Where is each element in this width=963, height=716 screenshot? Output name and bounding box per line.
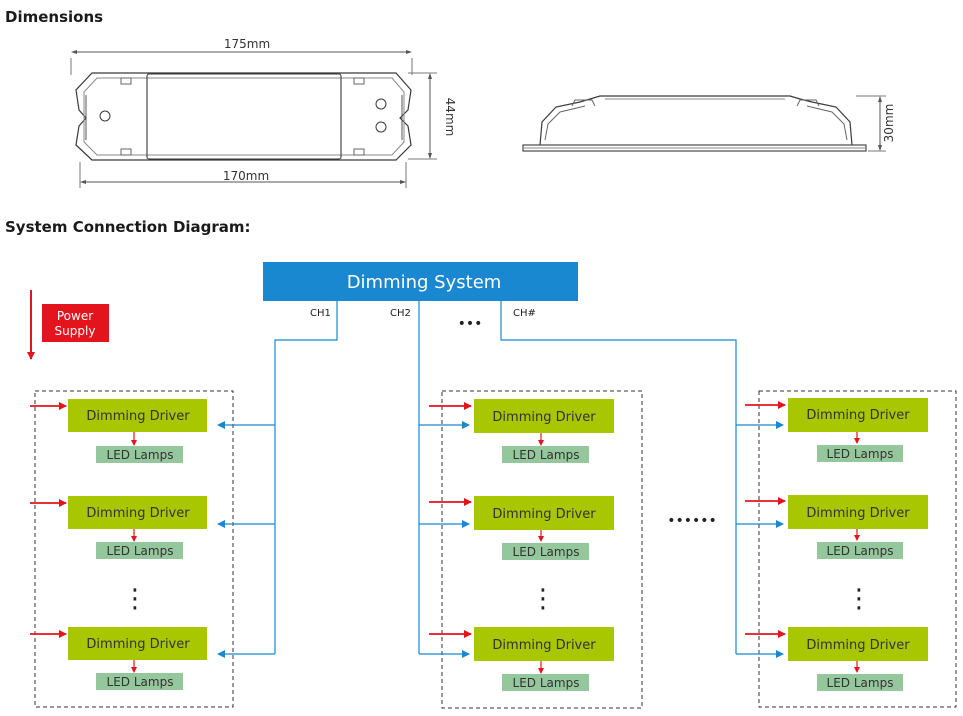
dimming-driver-box (788, 627, 928, 661)
led-lamps-box (502, 446, 589, 463)
dimming-driver-label: Dimming Driver (86, 409, 190, 424)
row-ellipsis: ⋮ (530, 584, 556, 614)
row-ellipsis: ⋮ (122, 584, 148, 614)
dimming-driver-label: Dimming Driver (492, 410, 596, 425)
led-lamps-box (817, 445, 903, 462)
dimming-driver-label: Dimming Driver (806, 638, 910, 653)
dimming-driver-box (474, 399, 614, 433)
length-mount-label: 170mm (223, 169, 269, 183)
dimming-driver-box (788, 495, 928, 529)
led-lamps-box (817, 674, 903, 691)
row-ellipsis: ⋮ (846, 584, 872, 614)
dimming-driver-label: Dimming Driver (806, 506, 910, 521)
driver-group-1 (34, 390, 234, 708)
channel-label-1: CH1 (310, 308, 331, 319)
driver-group-2 (441, 390, 643, 709)
power-supply-label-line1: Power (57, 309, 93, 323)
group-2-units: Dimming Driver LED Lamps Dimming Driver … (419, 399, 614, 691)
channel-label-n: CH# (513, 308, 536, 319)
dimming-driver-box (474, 496, 614, 530)
dimming-driver-box (68, 399, 207, 432)
side-view-drawing (522, 95, 886, 152)
width-label: 44mm (443, 98, 457, 137)
channel-label-2: CH2 (390, 308, 411, 319)
led-lamps-label: LED Lamps (513, 676, 580, 690)
dimming-driver-box (474, 627, 614, 661)
length-overall-label: 175mm (224, 37, 270, 51)
top-view-drawing (70, 50, 437, 188)
led-lamps-label: LED Lamps (827, 447, 894, 461)
led-lamps-label: LED Lamps (513, 448, 580, 462)
led-lamps-label: LED Lamps (107, 544, 174, 558)
channel-bus-lines (274, 301, 737, 654)
led-lamps-label: LED Lamps (107, 448, 174, 462)
dimming-driver-label: Dimming Driver (492, 638, 596, 653)
dimming-system-box (263, 262, 578, 301)
dimming-driver-label: Dimming Driver (806, 408, 910, 423)
driver-group-n (758, 390, 957, 708)
led-lamps-box (96, 673, 183, 690)
dimensions-title: Dimensions (5, 8, 104, 26)
led-lamps-label: LED Lamps (513, 545, 580, 559)
led-lamps-label: LED Lamps (107, 675, 174, 689)
group-n-units: Dimming Driver LED Lamps Dimming Driver … (736, 398, 928, 691)
led-lamps-label: LED Lamps (827, 676, 894, 690)
channel-ellipsis: ••• (458, 316, 483, 332)
group-1-units: Dimming Driver LED Lamps Dimming Driver … (30, 399, 275, 690)
dimming-system-label: Dimming System (347, 272, 502, 293)
height-label: 30mm (882, 104, 896, 143)
dimming-driver-box (68, 627, 207, 660)
led-lamps-box (817, 542, 903, 559)
led-lamps-box (96, 446, 183, 463)
led-lamps-box (502, 543, 589, 560)
led-lamps-box (96, 542, 183, 559)
led-lamps-label: LED Lamps (827, 544, 894, 558)
system-diagram-title: System Connection Diagram: (5, 218, 251, 236)
dimming-driver-box (68, 496, 207, 529)
dimming-driver-label: Dimming Driver (492, 507, 596, 522)
power-supply-label-line2: Supply (55, 324, 96, 338)
dimming-driver-box (788, 398, 928, 432)
dimming-driver-label: Dimming Driver (86, 506, 190, 521)
dimming-driver-label: Dimming Driver (86, 637, 190, 652)
group-ellipsis: •••••• (667, 513, 717, 529)
led-lamps-box (502, 674, 589, 691)
power-supply-box (42, 304, 109, 342)
